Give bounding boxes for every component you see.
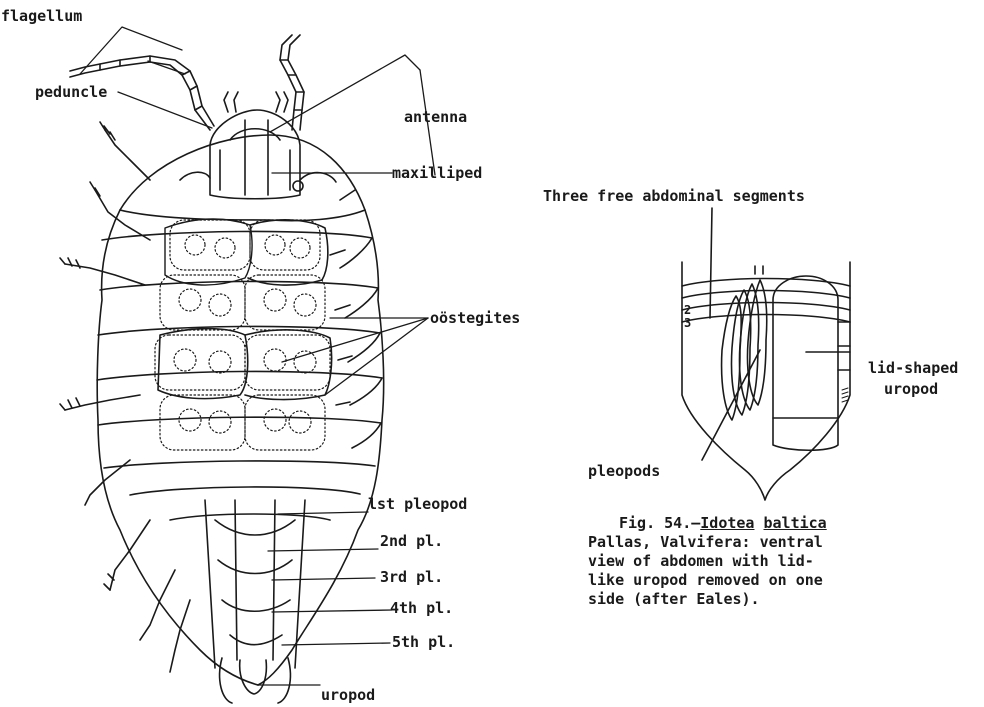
abdomen-detail: [682, 208, 850, 500]
label-peduncle: peduncle: [35, 84, 107, 101]
right-antenna: [280, 35, 304, 130]
label-segment-3: 3: [684, 316, 691, 330]
label-pleopod-5: 5th pl.: [392, 634, 455, 651]
caption-line-4: like uropod removed on one: [588, 571, 827, 590]
label-pleopod-2: 2nd pl.: [380, 533, 443, 550]
label-maxilliped: maxilliped: [392, 165, 482, 182]
caption-line-3: view of abdomen with lid-: [588, 552, 827, 571]
label-three-free-segments: Three free abdominal segments: [543, 188, 805, 205]
caption-line-2: Pallas, Valvifera: ventral: [588, 533, 827, 552]
label-lid-shaped-uropod: uropod: [884, 381, 938, 398]
pereopods-left: [60, 122, 190, 672]
label-lid-shaped: lid-shaped: [868, 360, 958, 377]
caption-fig-prefix: Fig. 54.—: [619, 514, 700, 532]
caption-genus: Idotea: [700, 514, 754, 532]
label-pleopod-1: lst pleopod: [368, 496, 467, 513]
label-uropod: uropod: [321, 687, 375, 704]
head-mouthparts: [180, 110, 336, 199]
caption-line-5: side (after Eales).: [588, 590, 827, 609]
label-pleopod-4: 4th pl.: [390, 600, 453, 617]
label-flagellum: flagellum: [1, 8, 82, 25]
label-antenna: antenna: [404, 109, 467, 126]
label-segment-2: 2: [684, 303, 691, 317]
label-pleopods: pleopods: [588, 463, 660, 480]
label-oostegites: oöstegites: [430, 310, 520, 327]
leader-lines: [80, 27, 435, 685]
label-pleopod-3: 3rd pl.: [380, 569, 443, 586]
caption-species: baltica: [764, 514, 827, 532]
oostegites: [155, 220, 330, 450]
figure-caption: Fig. 54.—Idotea baltica Pallas, Valvifer…: [588, 514, 827, 609]
